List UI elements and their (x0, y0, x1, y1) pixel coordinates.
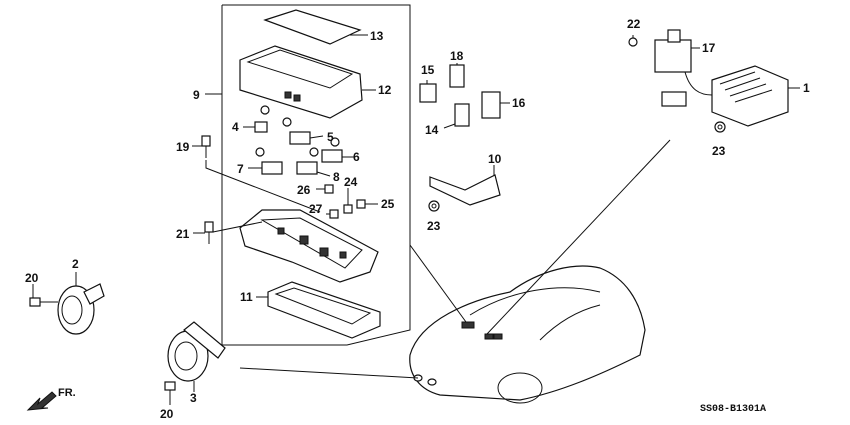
mini-fuse-parts (316, 184, 378, 219)
control-unit-group (628, 29, 800, 127)
callout-15: 15 (421, 63, 435, 77)
nut-23-right-part (714, 121, 726, 133)
callout-21: 21 (176, 227, 190, 241)
callout-26: 26 (297, 183, 311, 197)
callout-20a: 20 (25, 271, 39, 285)
callout-16: 16 (512, 96, 526, 110)
callout-19: 19 (176, 140, 190, 154)
callout-23b: 23 (712, 144, 726, 158)
leader-lines (239, 139, 671, 379)
direction-label: FR. (58, 387, 76, 399)
nut-23-center-part (428, 200, 440, 212)
lower-cover-part (256, 281, 381, 339)
callout-25: 25 (381, 197, 395, 211)
bracket-part (429, 165, 501, 206)
callout-12: 12 (378, 83, 392, 97)
callout-11: 11 (240, 290, 253, 304)
callout-10: 10 (488, 152, 502, 166)
callout-6: 6 (353, 150, 360, 164)
fuse-box-cover-part (239, 45, 376, 119)
callout-1: 1 (803, 81, 810, 95)
callout-8: 8 (333, 170, 340, 184)
front-direction-arrow: FR. (26, 387, 76, 411)
callout-17: 17 (702, 41, 716, 55)
fuse-box-base-part (239, 209, 379, 283)
horn-3-part (164, 321, 226, 405)
relay-small-parts (243, 105, 355, 177)
callout-23a: 23 (427, 219, 441, 233)
callout-2: 2 (72, 257, 79, 271)
bolt-21-part (193, 221, 263, 244)
callout-14: 14 (425, 123, 439, 137)
callout-labels: 1 2 3 4 5 6 7 8 9 10 11 12 13 14 15 16 1… (25, 17, 810, 421)
car-outline (409, 265, 646, 404)
fuse-box-group-outline (205, 4, 411, 346)
relays-part-group (419, 63, 510, 129)
callout-27: 27 (309, 202, 323, 216)
callout-18: 18 (450, 49, 464, 63)
callout-4: 4 (232, 120, 239, 134)
callout-9: 9 (193, 88, 200, 102)
callout-5: 5 (327, 130, 334, 144)
horn-2-part (29, 272, 105, 335)
diagram-code: SS08-B1301A (700, 404, 766, 415)
callout-20b: 20 (160, 407, 174, 421)
callout-24: 24 (344, 175, 358, 189)
bolt-19-part (192, 135, 321, 213)
callout-22: 22 (627, 17, 641, 31)
label-sheet-part (263, 9, 368, 45)
callout-7: 7 (237, 162, 244, 176)
callout-13: 13 (370, 29, 384, 43)
callout-3: 3 (190, 391, 197, 405)
